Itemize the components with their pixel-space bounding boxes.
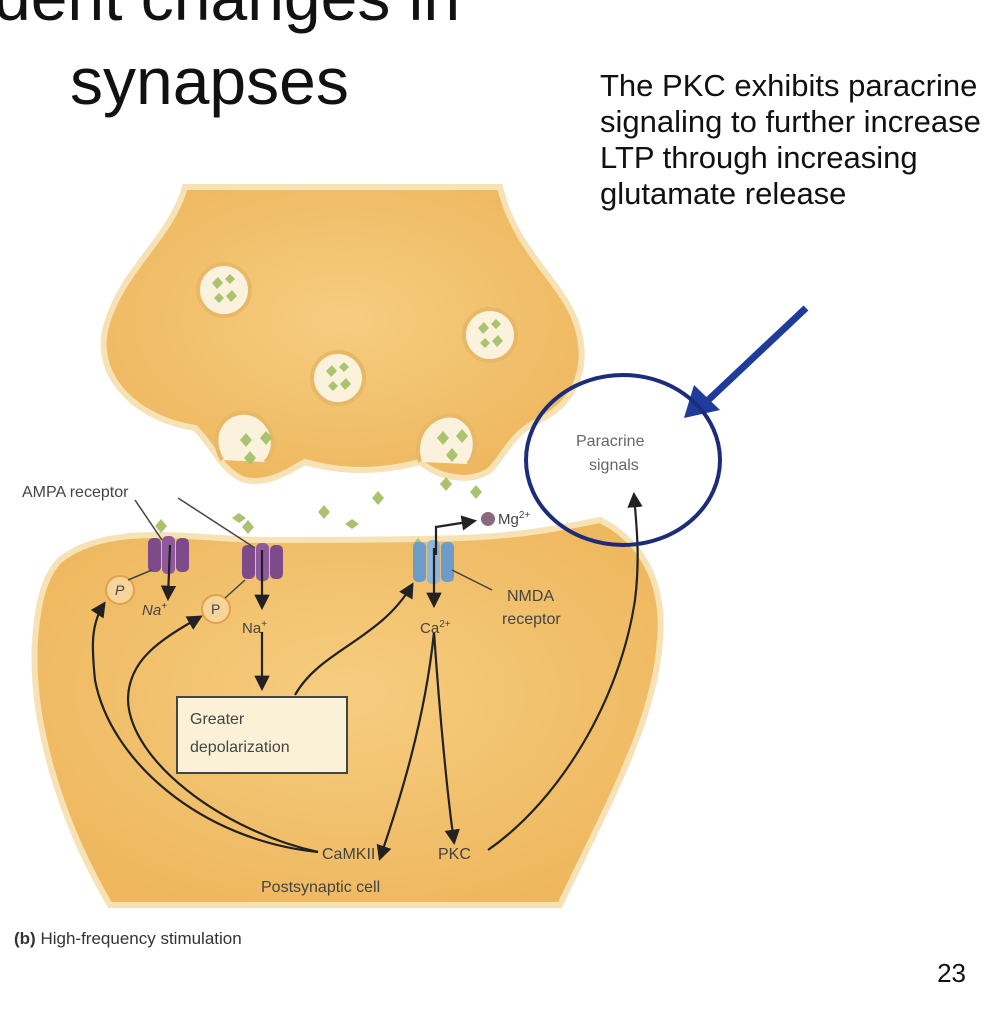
annotation-arrow — [700, 305, 809, 408]
phosphate-marker — [201, 594, 231, 624]
annotation-arrowhead — [684, 385, 720, 418]
pathway-arrows — [90, 491, 643, 861]
paracrine-signals-label: Paracrine — [576, 433, 645, 450]
leader-lines — [127, 497, 493, 599]
camkii-to-phosphate-arrow — [90, 601, 319, 854]
figure-caption: (b) High-frequency stimulation — [14, 929, 242, 949]
annotation-text: The PKC exhibits paracrine signaling to … — [600, 68, 981, 211]
phosphate-label: P — [211, 601, 220, 617]
depolarization-to-nmda-arrow — [294, 582, 414, 696]
caption-prefix: (b) — [14, 929, 36, 948]
sodium-influx-arrow — [160, 544, 177, 602]
postsynaptic-cell-label: Postsynaptic cell — [261, 879, 380, 896]
magnesium-label: Mg2+ — [498, 510, 530, 528]
magnesium-ion — [481, 512, 495, 526]
phosphate-marker — [105, 575, 135, 605]
calcium-to-pkc-arrow — [432, 631, 460, 846]
synaptic-vesicle — [310, 350, 366, 406]
ampa-receptor-label: AMPA receptor — [22, 484, 129, 501]
slide-title: synapses — [70, 44, 349, 118]
magnesium-expel-arrow — [434, 515, 478, 555]
pkc-paracrine-arrow — [487, 491, 643, 851]
camkii-label: CaMKII — [322, 846, 375, 863]
paracrine-signals-label: signals — [589, 457, 639, 474]
greater-depolarization-label: Greater — [190, 711, 245, 728]
pkc-label: PKC — [438, 846, 471, 863]
greater-depolarization-box — [176, 696, 348, 774]
camkii-to-phosphate-arrow — [126, 615, 319, 854]
page-number: 23 — [937, 958, 966, 988]
ampa-receptor — [148, 536, 189, 574]
presynaptic-terminal — [100, 184, 585, 484]
sodium-label: Na+ — [242, 619, 267, 637]
caption-text: High-frequency stimulation — [35, 929, 242, 948]
glutamate-molecules — [155, 429, 482, 552]
nmda-receptor-label: NMDA — [507, 588, 554, 605]
paracrine-highlight-circle — [524, 373, 722, 547]
calcium-label: Ca2+ — [420, 619, 451, 637]
greater-depolarization-label: depolarization — [190, 739, 290, 756]
calcium-to-camkii-arrow — [376, 631, 436, 861]
sodium-label: Na+ — [142, 601, 167, 619]
phosphate-label: P — [115, 582, 125, 598]
synaptic-vesicle — [196, 262, 252, 318]
slide-title-fragment: dent changes in — [0, 0, 460, 30]
synaptic-vesicle — [462, 307, 518, 363]
nmda-receptor-label: receptor — [502, 611, 561, 628]
